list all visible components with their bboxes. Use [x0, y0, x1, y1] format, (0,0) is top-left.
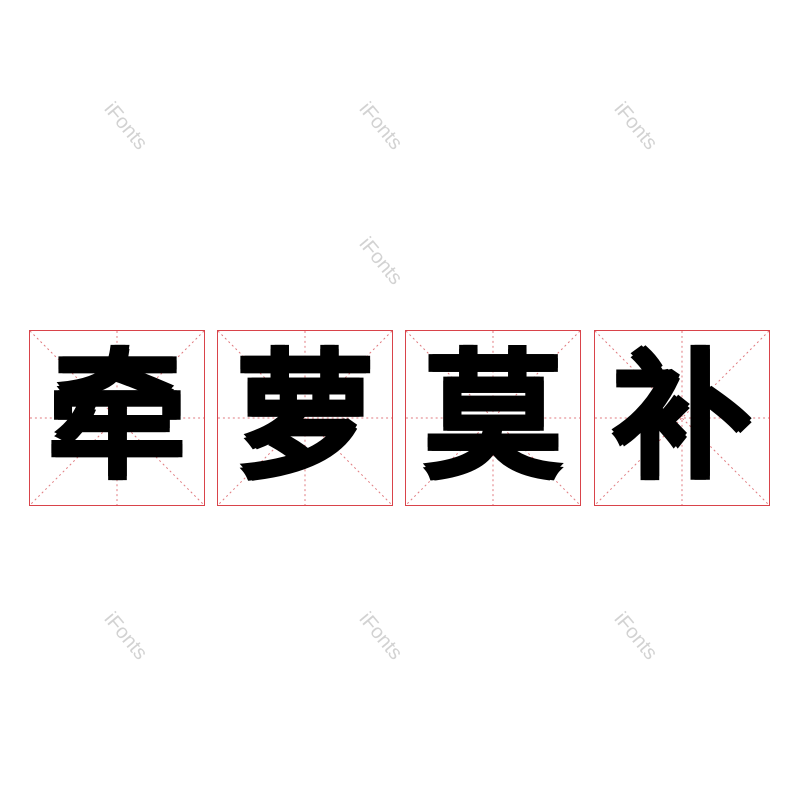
watermark: iFonts	[354, 98, 407, 155]
character-box: 牵	[29, 330, 205, 506]
grid-guides	[218, 331, 392, 505]
character-glyph: 牵	[47, 337, 186, 498]
watermark: iFonts	[354, 608, 407, 665]
grid-guides	[595, 331, 769, 505]
character-box: 萝	[217, 330, 393, 506]
watermark: iFonts	[354, 233, 407, 290]
character-glyph: 萝	[235, 337, 374, 498]
grid-guides	[30, 331, 204, 505]
watermark: iFonts	[99, 608, 152, 665]
character-box: 莫	[405, 330, 581, 506]
character-glyph: 莫	[423, 337, 562, 498]
watermark: iFonts	[609, 98, 662, 155]
grid-guides	[406, 331, 580, 505]
watermark: iFonts	[609, 608, 662, 665]
watermark: iFonts	[99, 98, 152, 155]
character-box: 补	[594, 330, 770, 506]
character-glyph: 补	[612, 337, 751, 498]
